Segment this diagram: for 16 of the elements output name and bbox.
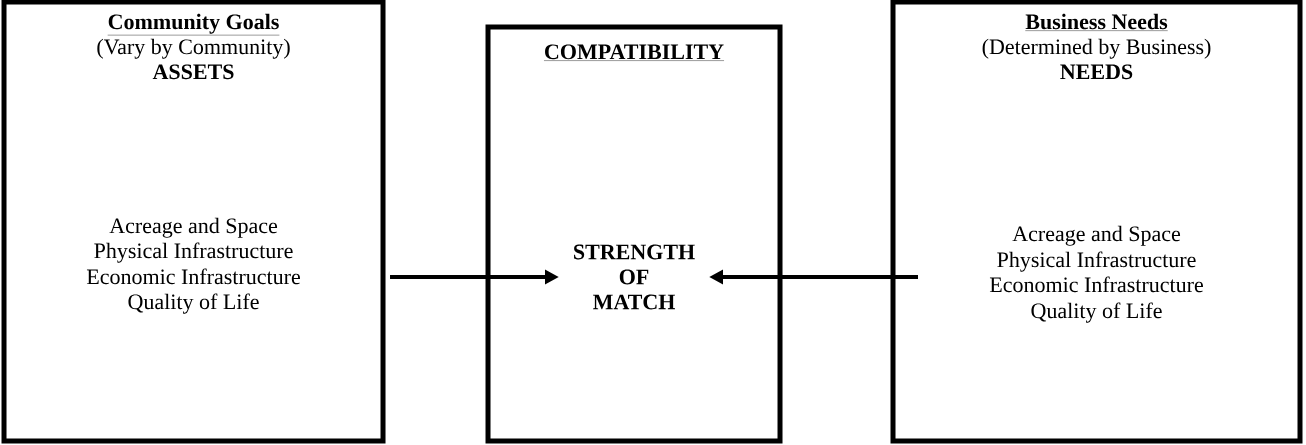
list-item: Quality of Life (128, 293, 259, 314)
heading-text: Business Needs (1025, 13, 1168, 31)
list-item: Physical Infrastructure (94, 242, 293, 263)
list-item: Physical Infrastructure (997, 251, 1196, 272)
list-item: Acreage and Space (109, 217, 278, 238)
bold-label: ASSETS (152, 64, 234, 80)
list-item: Economic Infrastructure (86, 268, 300, 285)
subtitle-text: (Determined by Business) (982, 38, 1211, 59)
subtitle-text: (Vary by Community) (97, 38, 290, 59)
list-item: Acreage and Space (1012, 225, 1181, 246)
bold-label: NEEDS (1060, 64, 1133, 80)
list-item: Economic Infrastructure (989, 276, 1203, 293)
bold-label: STRENGTH OF MATCH (574, 244, 695, 310)
heading-text: COMPATIBILITY (543, 44, 725, 61)
list-item: Quality of Life (1031, 302, 1162, 323)
heading-text: Community Goals (107, 13, 280, 36)
